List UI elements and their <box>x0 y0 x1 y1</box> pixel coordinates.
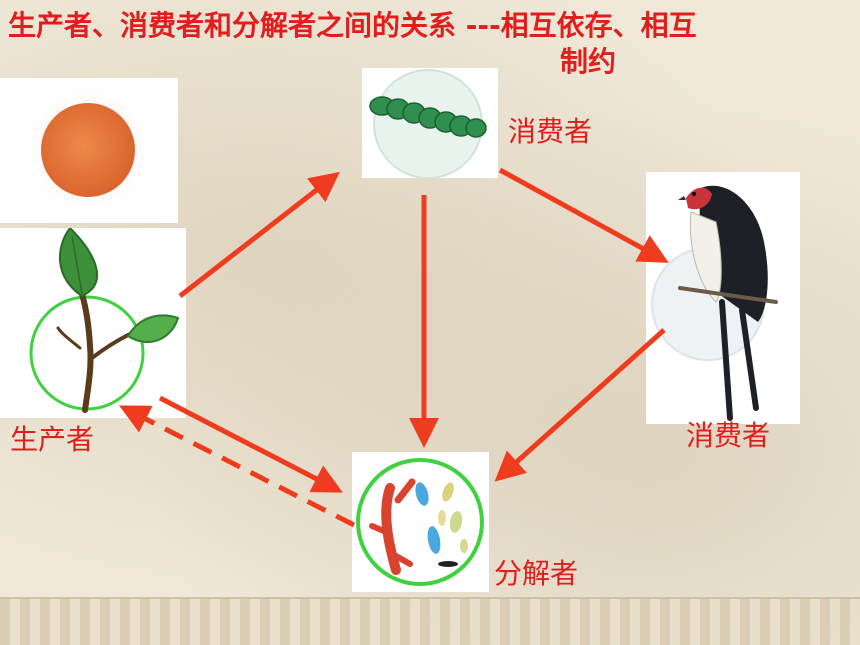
caterpillar-icon <box>369 69 487 179</box>
label-producer: 生产者 <box>10 423 95 456</box>
label-decomposer: 分解者 <box>494 557 579 590</box>
decomposer-card <box>352 452 489 592</box>
plant-icon <box>29 226 180 413</box>
bacteria-icon <box>356 458 484 586</box>
swallow-icon <box>651 185 778 421</box>
title-line-2: 制约 <box>560 45 617 78</box>
arrow-producer-to-consumer <box>178 171 340 298</box>
sun-icon <box>20 82 156 218</box>
page-title: 生产者、消费者和分解者之间的关系 ---相互依存、相互 制约 <box>8 8 848 80</box>
decorative-border <box>0 597 860 645</box>
arrow-decomposer-to-producer-dashed <box>119 405 356 528</box>
plant-card <box>0 226 186 418</box>
title-line-1: 生产者、消费者和分解者之间的关系 ---相互依存、相互 <box>8 9 697 42</box>
label-consumer-top: 消费者 <box>508 115 593 148</box>
label-consumer-right: 消费者 <box>686 419 771 452</box>
arrow-caterpillar-to-swallow <box>498 167 669 263</box>
arrow-producer-to-decomposer <box>158 395 343 493</box>
arrow-swallow-to-decomposer <box>494 328 666 482</box>
caterpillar-card <box>362 68 498 179</box>
sun-card <box>0 78 178 223</box>
swallow-card <box>646 172 800 424</box>
